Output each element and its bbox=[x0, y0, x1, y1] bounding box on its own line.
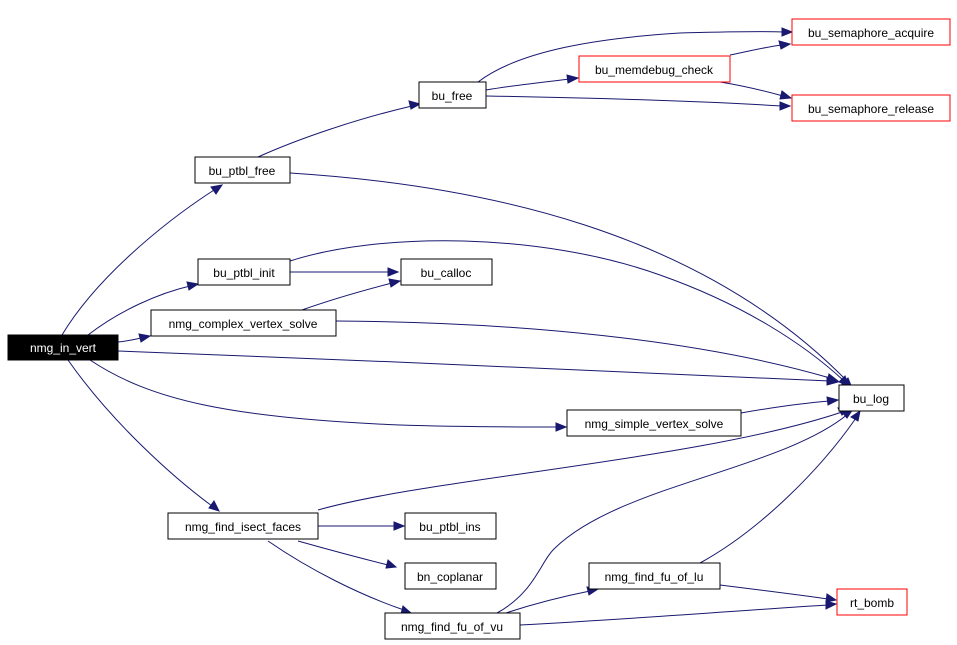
arrowhead bbox=[566, 74, 580, 84]
nodes: nmg_in_vert bu_ptbl_free bu_free bu_memd… bbox=[7, 18, 951, 640]
node-bu-calloc[interactable]: bu_calloc bbox=[400, 258, 493, 286]
node-label: bu_free bbox=[432, 89, 473, 103]
node-bu-ptbl-free[interactable]: bu_ptbl_free bbox=[194, 156, 291, 184]
node-label: bu_ptbl_ins bbox=[419, 520, 480, 534]
edge-fu-of-lu-to-rt-bomb bbox=[719, 584, 829, 600]
arrowhead bbox=[138, 333, 152, 343]
arrowhead bbox=[393, 521, 406, 531]
node-nmg-find-isect-faces[interactable]: nmg_find_isect_faces bbox=[167, 512, 319, 540]
edge-fu-of-vu-to-rt-bomb bbox=[519, 604, 829, 626]
edge-fu-of-lu-to-bu-log bbox=[699, 417, 857, 564]
node-bu-memdebug-check[interactable]: bu_memdebug_check bbox=[578, 55, 731, 83]
node-label: nmg_in_vert bbox=[30, 341, 97, 355]
arrowhead bbox=[850, 409, 861, 422]
node-label: bu_semaphore_acquire bbox=[808, 26, 934, 40]
node-label: nmg_simple_vertex_solve bbox=[585, 417, 724, 431]
arrowhead bbox=[186, 281, 200, 291]
node-label: nmg_find_fu_of_lu bbox=[605, 570, 704, 584]
edge-bu-free-to-memdebug bbox=[485, 78, 571, 91]
edge-complex-to-bu-log bbox=[335, 320, 831, 379]
node-bn-coplanar[interactable]: bn_coplanar bbox=[404, 562, 497, 590]
arrowhead bbox=[208, 500, 220, 512]
edge-memdebug-to-sem-release bbox=[719, 81, 784, 97]
arrowhead bbox=[388, 278, 402, 288]
arrowhead bbox=[826, 373, 840, 383]
node-bu-log[interactable]: bu_log bbox=[838, 384, 905, 412]
node-label: nmg_complex_vertex_solve bbox=[169, 317, 318, 331]
node-label: bu_ptbl_free bbox=[209, 164, 276, 178]
arrowhead bbox=[825, 600, 838, 610]
edges bbox=[61, 27, 861, 626]
edge-complex-to-calloc bbox=[301, 282, 393, 311]
edge-isect-to-bu-log bbox=[317, 411, 843, 511]
node-bu-semaphore-acquire[interactable]: bu_semaphore_acquire bbox=[791, 18, 951, 46]
edge-simple-to-bu-log bbox=[740, 400, 831, 414]
node-label: bu_memdebug_check bbox=[595, 63, 714, 77]
edge-in-vert-to-isect bbox=[67, 359, 213, 507]
edge-bu-free-to-sem-acquire bbox=[477, 31, 785, 83]
node-label: bu_calloc bbox=[421, 266, 472, 280]
edge-bu-free-to-sem-release bbox=[485, 95, 783, 107]
arrowhead bbox=[778, 40, 792, 50]
node-bu-ptbl-ins[interactable]: bu_ptbl_ins bbox=[404, 512, 497, 540]
edge-in-vert-to-ptbl-init bbox=[87, 285, 191, 336]
edge-in-vert-to-ptbl-free bbox=[61, 189, 215, 336]
arrowhead bbox=[210, 184, 224, 195]
node-rt-bomb[interactable]: rt_bomb bbox=[836, 588, 908, 616]
node-label: rt_bomb bbox=[850, 596, 894, 610]
node-label: bn_coplanar bbox=[417, 570, 483, 584]
edge-ptbl-free-to-bu-log bbox=[289, 172, 849, 383]
node-nmg-find-fu-of-vu[interactable]: nmg_find_fu_of_vu bbox=[384, 612, 521, 640]
arrowhead bbox=[838, 375, 850, 387]
edge-ptbl-init-to-bu-log bbox=[289, 240, 844, 381]
arrowhead bbox=[826, 396, 840, 406]
edge-in-vert-to-complex bbox=[117, 337, 142, 343]
node-label: bu_semaphore_release bbox=[808, 102, 934, 116]
edge-fu-of-vu-to-bu-log bbox=[496, 413, 849, 614]
edge-memdebug-to-sem-acquire bbox=[729, 44, 783, 56]
node-nmg-simple-vertex-solve[interactable]: nmg_simple_vertex_solve bbox=[566, 409, 742, 437]
edge-in-vert-to-simple bbox=[89, 359, 559, 428]
node-nmg-complex-vertex-solve[interactable]: nmg_complex_vertex_solve bbox=[150, 309, 337, 337]
node-nmg-find-fu-of-lu[interactable]: nmg_find_fu_of_lu bbox=[588, 562, 721, 590]
arrowhead bbox=[779, 101, 792, 111]
arrowhead bbox=[385, 559, 398, 569]
node-bu-ptbl-init[interactable]: bu_ptbl_init bbox=[197, 258, 291, 286]
arrowhead bbox=[779, 90, 793, 100]
node-nmg-in-vert[interactable]: nmg_in_vert bbox=[7, 334, 119, 361]
node-label: bu_log bbox=[853, 392, 889, 406]
edge-isect-to-fu-of-vu bbox=[267, 540, 405, 611]
edge-isect-to-coplanar bbox=[297, 540, 389, 566]
arrowhead bbox=[555, 422, 568, 432]
node-label: nmg_find_isect_faces bbox=[185, 520, 301, 534]
edge-in-vert-to-bu-log bbox=[117, 350, 831, 382]
arrowhead bbox=[387, 267, 400, 277]
arrowhead bbox=[825, 593, 838, 603]
node-label: bu_ptbl_init bbox=[213, 266, 275, 280]
edge-fu-of-vu-to-fu-of-lu bbox=[505, 590, 591, 614]
node-label: nmg_find_fu_of_vu bbox=[401, 620, 503, 634]
edge-ptbl-free-to-bu-free bbox=[257, 105, 413, 158]
node-bu-semaphore-release[interactable]: bu_semaphore_release bbox=[791, 94, 951, 122]
arrowhead bbox=[408, 100, 422, 110]
arrowhead bbox=[781, 27, 794, 37]
node-bu-free[interactable]: bu_free bbox=[418, 81, 487, 109]
